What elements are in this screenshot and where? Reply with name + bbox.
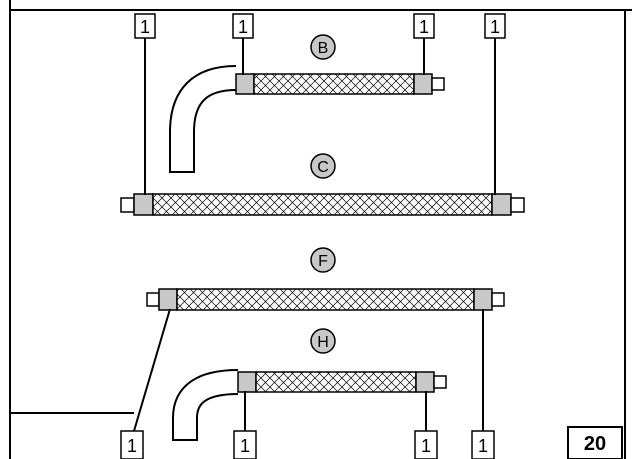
hose-c: C — [120, 153, 525, 216]
callout-top-2: 1 — [232, 13, 254, 75]
hose-end — [510, 197, 525, 213]
callout-label: 1 — [238, 17, 248, 37]
fitting — [158, 288, 178, 311]
hose-letter-badge — [310, 247, 336, 273]
hose-end — [433, 375, 447, 389]
braided-section — [176, 288, 475, 311]
fitting — [491, 193, 512, 216]
hose-letter-badge — [310, 328, 336, 354]
braided-section — [152, 193, 493, 216]
hose-letter-badge — [310, 34, 336, 60]
figure-frame — [9, 0, 632, 459]
callout-top-3: 1 — [413, 13, 435, 75]
figure-number-box: 20 — [567, 426, 623, 459]
fitting — [415, 371, 435, 393]
hose-end — [491, 292, 505, 307]
hose-letter-b: B — [318, 40, 329, 57]
callout-label: 1 — [240, 436, 250, 456]
callout-label: 1 — [478, 436, 488, 456]
braided-section — [255, 371, 417, 393]
braided-section — [253, 73, 415, 95]
callout-label: 1 — [419, 17, 429, 37]
callout-bottom-4: 1 — [471, 309, 495, 459]
hose-f: F — [146, 247, 505, 311]
hose-end — [120, 197, 135, 213]
hose-letter-c: C — [317, 159, 329, 176]
callout-bottom-2: 1 — [233, 391, 257, 459]
hose-h: H — [172, 328, 447, 441]
callout-label: 1 — [127, 436, 137, 456]
callout-label: 1 — [490, 17, 500, 37]
callout-top-1: 1 — [134, 13, 156, 195]
callout-label: 1 — [421, 436, 431, 456]
callout-bottom-1: 1 — [120, 308, 171, 459]
hose-letter-badge — [310, 153, 336, 179]
callout-top-4: 1 — [484, 13, 506, 195]
fitting — [235, 73, 255, 95]
callout-bottom-3: 1 — [414, 391, 438, 459]
hose-letter-f: F — [318, 253, 328, 270]
callout-label: 1 — [140, 17, 150, 37]
fitting — [133, 193, 154, 216]
hose-b: B — [169, 34, 445, 173]
fitting — [237, 371, 257, 393]
figure-number: 20 — [584, 433, 606, 455]
fitting — [413, 73, 433, 95]
hose-letter-h: H — [317, 334, 329, 351]
hose-end — [431, 77, 445, 91]
fitting — [473, 288, 493, 311]
hose-end — [146, 292, 160, 307]
